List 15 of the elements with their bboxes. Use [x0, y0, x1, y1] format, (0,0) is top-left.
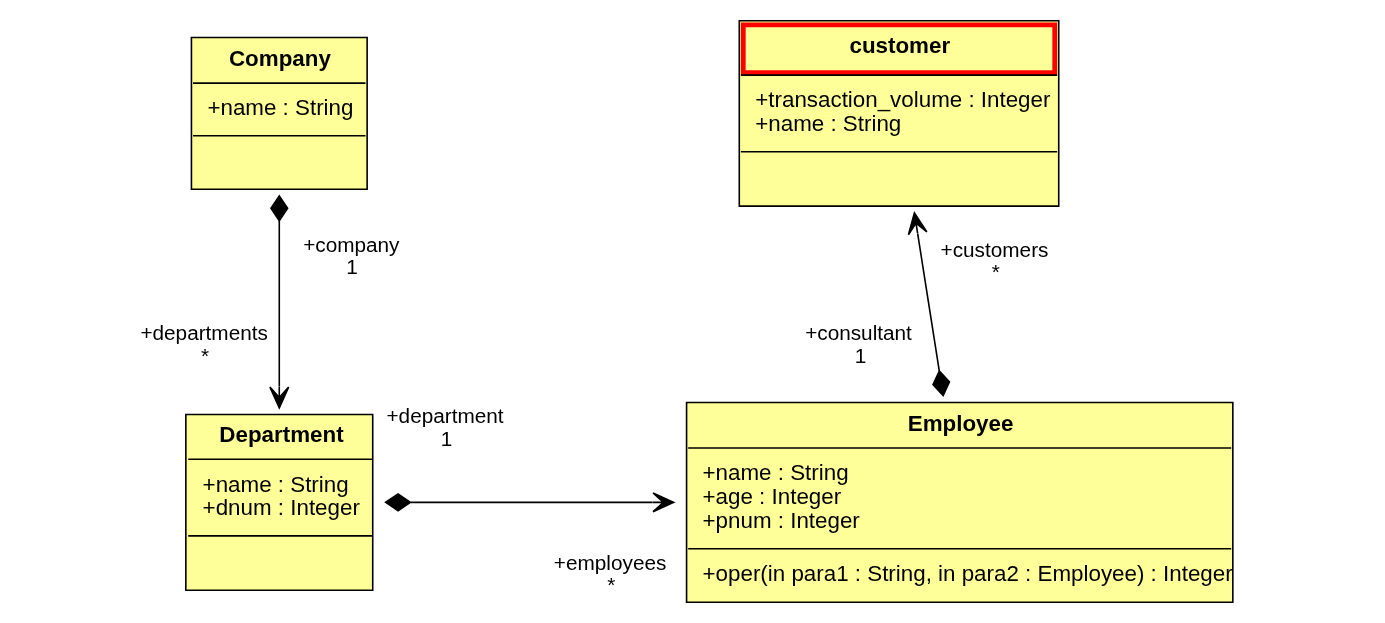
- label: *: [606, 573, 615, 597]
- arrow: [907, 212, 950, 397]
- label: +departments: [139, 321, 268, 345]
- label: +employees: [553, 551, 666, 575]
- label: +department: [386, 404, 504, 428]
- arrow: [383, 492, 675, 513]
- label: *: [200, 343, 209, 367]
- label: 1: [345, 255, 358, 279]
- label: 1: [440, 426, 452, 450]
- label: +company: [302, 232, 400, 256]
- label: *: [991, 259, 1000, 283]
- label: +consultant: [804, 321, 912, 345]
- label: 1: [854, 343, 866, 367]
- arrow: [268, 194, 289, 409]
- label: +customers: [940, 237, 1048, 261]
